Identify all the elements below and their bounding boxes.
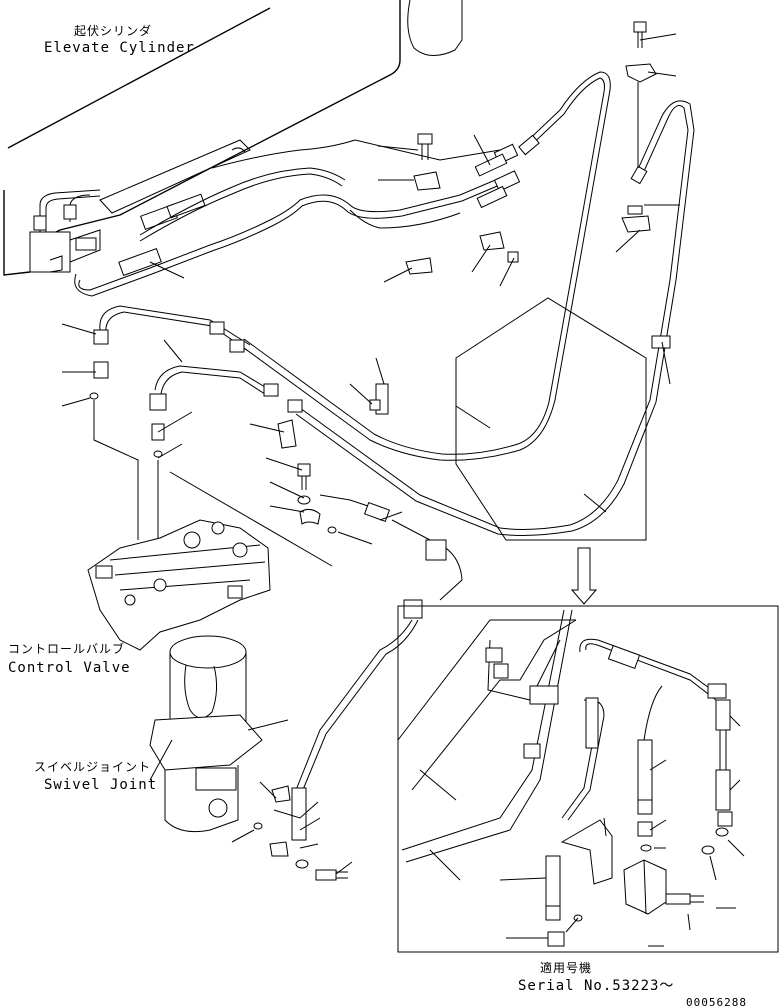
swivel-joint [149,635,263,833]
control-valve-label-jp: コントロールバルブ [8,641,125,656]
inset-detail [397,609,733,947]
inset-frame [397,605,779,953]
swivel-joint-label-en: Swivel Joint [44,777,157,793]
drawing-number: 00056288 [686,996,747,1008]
leader-lines [61,33,680,875]
control-valve [87,400,333,651]
elevate-cylinder-label-jp: 起伏シリンダ [74,23,152,38]
serial-label-jp: 適用号機 [540,960,592,975]
swivel-joint-label-jp: スイベルジョイント [34,760,151,774]
serial-label-en: Serial No.53223～ [518,978,674,994]
cylinder-hoses [74,139,503,297]
inset-leader-lines [419,715,745,947]
valve-hoses [89,305,463,881]
detail-region-outline [455,297,647,541]
elevate-cylinder [3,0,463,276]
control-valve-label-en: Control Valve [8,660,131,676]
pipe-network [239,71,695,536]
down-arrow [570,547,598,605]
fittings-upper [405,21,671,349]
elevate-cylinder-label-en: Elevate Cylinder [44,40,195,56]
